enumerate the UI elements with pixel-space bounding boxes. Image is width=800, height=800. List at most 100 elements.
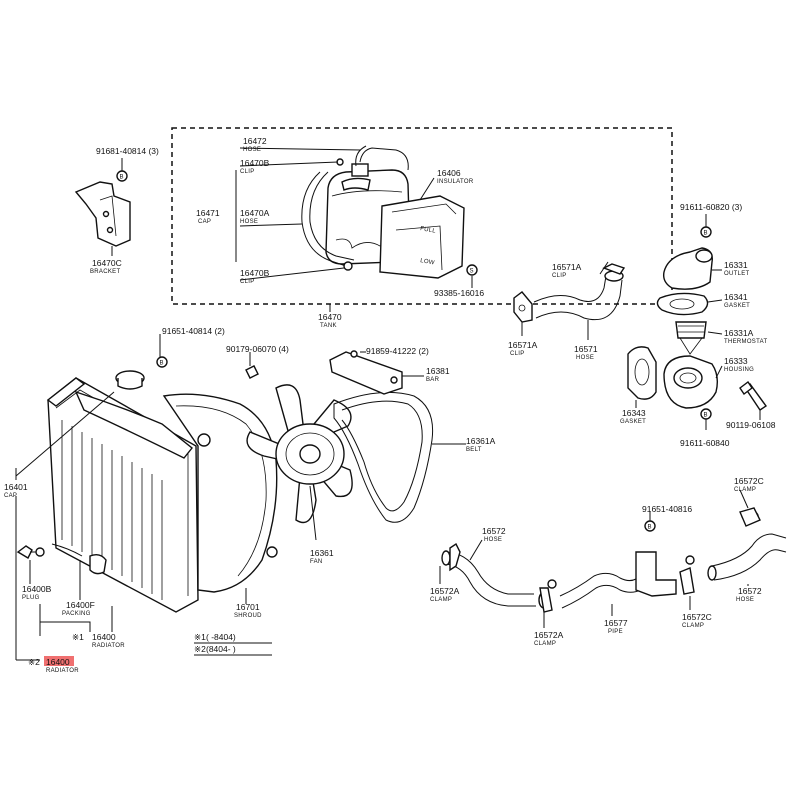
- part-name: OUTLET: [724, 271, 750, 277]
- radiator-illustration: [16, 370, 199, 613]
- lower-hose-left-illustration: [441, 542, 553, 613]
- callout-16333-housing: 16333 HOUSING: [724, 356, 754, 373]
- part-name: CLAMP: [734, 487, 756, 493]
- part-number: 16470B: [240, 268, 270, 278]
- callout-16341-gasket: 16341 GASKET: [724, 292, 750, 309]
- part-number: 16470A: [240, 208, 270, 218]
- part-number: 16361: [310, 548, 334, 558]
- bar-illustration: [329, 350, 403, 395]
- callout-16572a-clamp-left: 16572A CLAMP: [430, 586, 460, 603]
- part-number: 16400: [92, 632, 116, 642]
- part-number: 16572C: [682, 612, 712, 622]
- part-number: 16400F: [66, 600, 95, 610]
- highlight-box: [44, 656, 74, 666]
- callout-91651-bolt-radiator: 91651-40814 (2): [162, 326, 225, 336]
- legend-range-2: (8404- ): [206, 644, 236, 654]
- callout-16572-hose-right: 16572 HOSE: [736, 586, 762, 603]
- part-mark: ※2: [28, 657, 40, 667]
- callout-16400f-packing: 16400F PACKING: [62, 600, 95, 617]
- callout-16571a-clip-top: 16571A CLIP: [552, 262, 582, 279]
- callout-16470-tank: 16470 TANK: [318, 312, 342, 329]
- part-name: CAP: [198, 219, 211, 225]
- part-name: SHROUD: [234, 613, 262, 619]
- legend-mark-1: ※1: [194, 632, 206, 642]
- callout-16401-cap: 16401 CAP: [4, 482, 28, 499]
- belt-illustration: [333, 391, 434, 523]
- part-number: 16341: [724, 292, 748, 302]
- fan-illustration: [246, 384, 353, 524]
- tank-group-box: [171, 127, 673, 305]
- part-name: GASKET: [620, 419, 646, 425]
- part-number: 16343: [622, 408, 646, 418]
- callout-16470a-hose: 16470A HOSE: [240, 208, 270, 225]
- bolt-marker: B: [704, 231, 708, 237]
- part-name: HOUSING: [724, 367, 754, 373]
- callout-16400-radiator-1: ※1 16400 RADIATOR: [72, 632, 125, 649]
- callout-16406-insulator: 16406 INSULATOR: [437, 168, 474, 185]
- callout-91651-bolt-pipe: 91651-40816: [642, 504, 692, 514]
- part-number: 16572: [738, 586, 762, 596]
- part-number: 16571A: [508, 340, 538, 350]
- part-number: 16472: [243, 136, 267, 146]
- callout-16571a-clip-left: 16571A CLIP: [508, 340, 538, 357]
- part-number: 16331: [724, 260, 748, 270]
- part-name: PIPE: [608, 629, 623, 635]
- callout-93385-screw: 93385-16016: [434, 288, 484, 298]
- part-name: BELT: [466, 447, 482, 453]
- bolt-marker: B: [120, 175, 124, 181]
- callout-16470b-clip-bottom: 16470B CLIP: [240, 268, 270, 285]
- callout-91611-bolt-bottom: 91611-60840: [680, 438, 730, 448]
- part-number: 90179-06070 (4): [226, 344, 289, 354]
- callout-16331-outlet: 16331 OUTLET: [724, 260, 750, 277]
- part-name: FAN: [310, 559, 323, 565]
- part-name: RADIATOR: [92, 643, 125, 649]
- callout-16572a-clamp-mid: 16572A CLAMP: [534, 630, 564, 647]
- svg-text:FULL: FULL: [420, 226, 437, 235]
- callout-16400b-plug: 16400B PLUG: [22, 584, 52, 601]
- part-number: 91611-60820 (3): [680, 202, 742, 212]
- part-number: 16361A: [466, 436, 496, 446]
- callout-16470c-bracket: 16470C BRACKET: [90, 258, 122, 275]
- part-name: CLAMP: [430, 597, 452, 603]
- lower-pipe-illustration: [547, 551, 695, 609]
- svg-text:LOW: LOW: [420, 258, 435, 266]
- bolt-91651-pipe: B: [644, 520, 656, 532]
- callout-16400-radiator-2: ※2 16400 RADIATOR: [28, 656, 79, 674]
- part-name: GASKET: [724, 303, 750, 309]
- thermostat-assembly-illustration: B B: [627, 214, 767, 430]
- part-name: CLAMP: [682, 623, 704, 629]
- part-name: CLIP: [510, 351, 525, 357]
- bracket-illustration: B: [74, 158, 131, 256]
- callout-90119-bolt: 90119-06108: [726, 420, 776, 430]
- callout-16343-gasket: 16343 GASKET: [620, 408, 646, 425]
- part-number: 16331A: [724, 328, 754, 338]
- part-number: 16572A: [534, 630, 564, 640]
- bolt-marker: B: [704, 413, 708, 419]
- part-name: INSULATOR: [437, 179, 474, 185]
- screw-marker: S: [470, 269, 474, 275]
- part-name: RADIATOR: [46, 668, 79, 674]
- part-number: 16471: [196, 208, 220, 218]
- callout-90179-nut: 90179-06070 (4): [226, 344, 289, 354]
- part-number: 16572A: [430, 586, 460, 596]
- callout-16472-hose: 16472 HOSE: [243, 136, 267, 153]
- part-mark: ※1: [72, 632, 84, 642]
- part-number: 16701: [236, 602, 260, 612]
- bolt-91651-radiator: B: [156, 356, 168, 368]
- part-number: 91859-41222 (2): [366, 346, 429, 356]
- callout-16572c-clamp-mid: 16572C CLAMP: [682, 612, 712, 629]
- part-number: 91681-40814 (3): [96, 146, 159, 156]
- part-name: CLIP: [240, 279, 255, 285]
- part-number: 91651-40816: [642, 504, 692, 514]
- part-number: 91611-60840: [680, 438, 730, 448]
- legend-mark-2: ※2: [194, 644, 206, 654]
- bolt-marker: B: [160, 361, 164, 367]
- callout-91681-bolt: 91681-40814 (3): [96, 146, 159, 156]
- callout-16471-cap: 16471 CAP: [196, 208, 220, 225]
- part-name: BRACKET: [90, 269, 120, 275]
- legend: ※1 ( -8404) ※2 (8404- ): [194, 632, 272, 656]
- callout-91611-bolt-top: 91611-60820 (3): [680, 202, 742, 212]
- bolt-marker: B: [648, 525, 652, 531]
- part-name: PACKING: [62, 611, 91, 617]
